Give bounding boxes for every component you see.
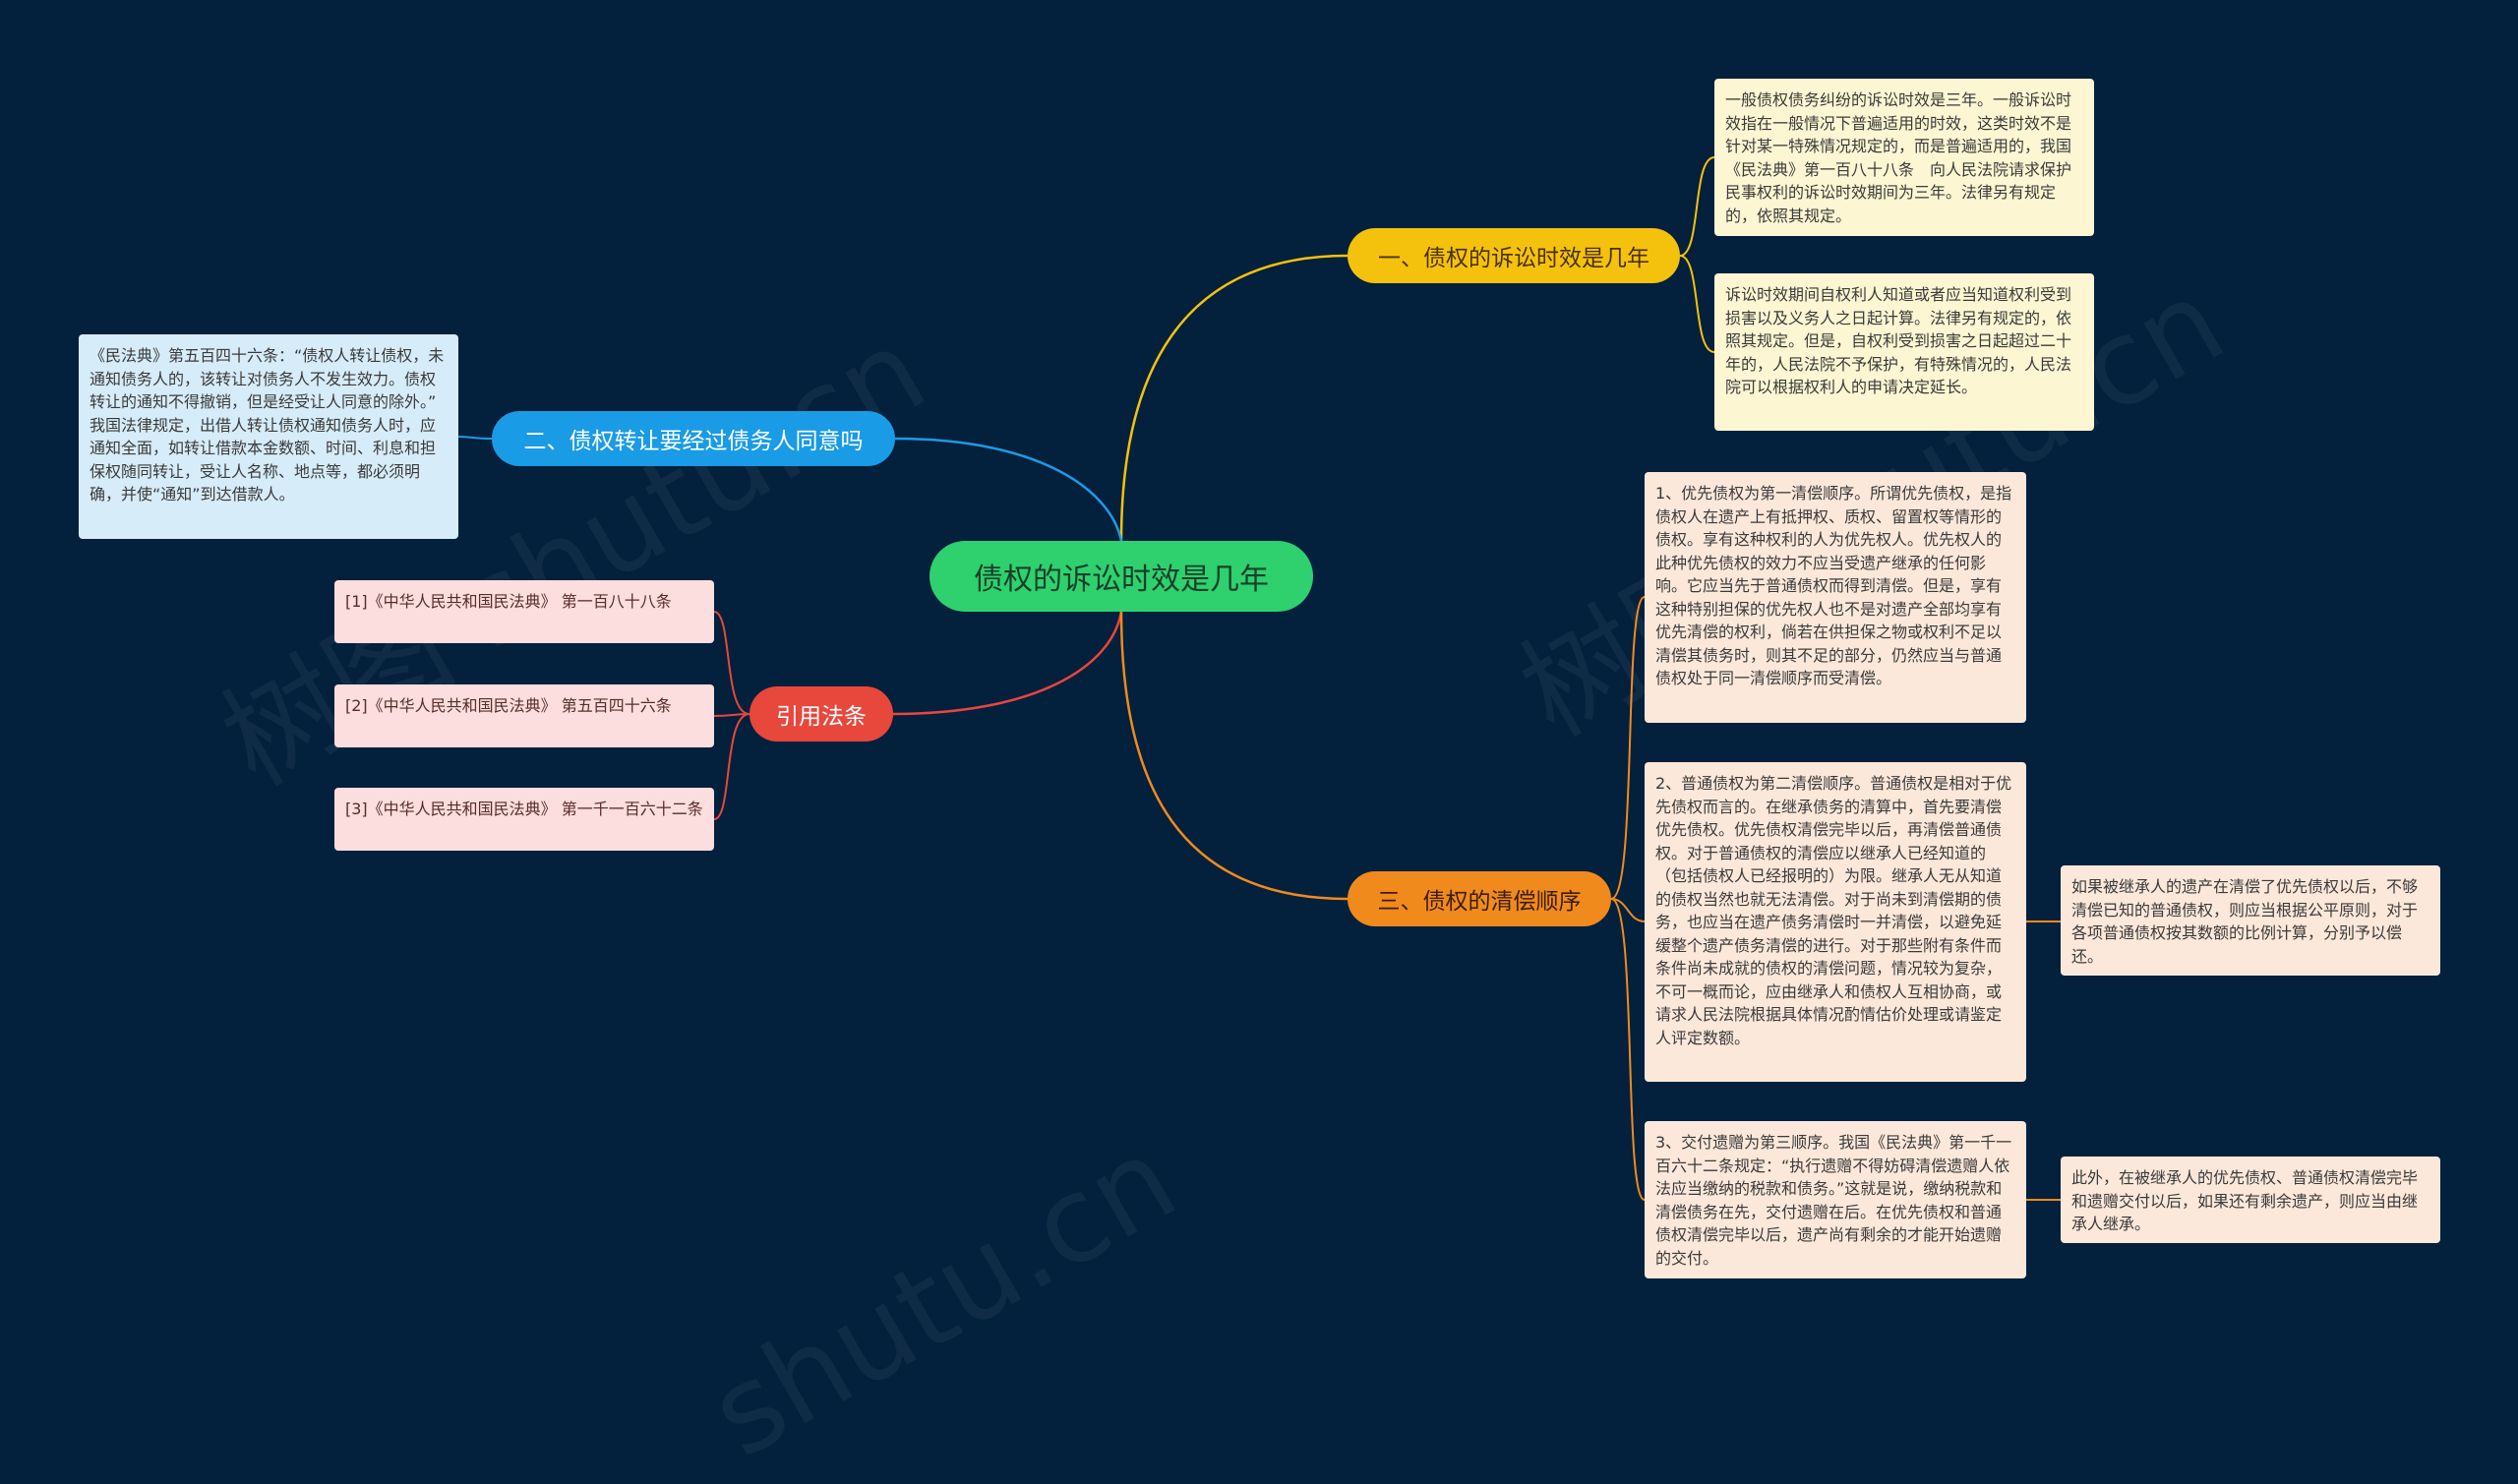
- branch-node-limitation-period[interactable]: 一、债权的诉讼时效是几年: [1348, 228, 1680, 283]
- link-b4-o1: [1610, 596, 1646, 900]
- link-root-b2: [894, 437, 1123, 542]
- link-root-b4: [1119, 611, 1349, 901]
- leaf-node[interactable]: 此外，在被继承人的优先债权、普通债权清偿完毕和遗赠交付以后，如果还有剩余遗产，则…: [2061, 1157, 2440, 1243]
- link-b1-n2: [1679, 255, 1715, 353]
- link-b1-n1: [1679, 156, 1715, 257]
- link-b4-o3: [1610, 898, 1646, 1201]
- leaf-node[interactable]: 3、交付遗赠为第三顺序。我国《民法典》第一千一百六十二条规定：“执行遗赠不得妨碍…: [1645, 1121, 2026, 1278]
- link-b2-n3: [457, 436, 493, 440]
- citation-node[interactable]: [2]《中华人民共和国民法典》 第五百四十六条: [334, 684, 714, 747]
- link-b3-c3: [713, 713, 750, 820]
- connector-lines: [457, 156, 2061, 1201]
- link-b3-c1: [713, 611, 750, 715]
- root-node[interactable]: 债权的诉讼时效是几年: [929, 541, 1313, 612]
- leaf-node[interactable]: 如果被继承人的遗产在清偿了优先债权以后，不够清偿已知的普通债权，则应当根据公平原…: [2061, 865, 2440, 976]
- leaf-node[interactable]: 《民法典》第五百四十六条：“债权人转让债权，未通知债务人的，该转让对债务人不发生…: [79, 334, 458, 539]
- citation-node[interactable]: [3]《中华人民共和国民法典》 第一千一百六十二条: [334, 788, 714, 851]
- link-root-b1: [1119, 254, 1349, 542]
- branch-node-debt-transfer[interactable]: 二、债权转让要经过债务人同意吗: [492, 411, 895, 466]
- leaf-node[interactable]: 2、普通债权为第二清偿顺序。普通债权是相对于优先债权而言的。在继承债务的清算中，…: [1645, 762, 2026, 1082]
- leaf-node[interactable]: 1、优先债权为第一清偿顺序。所谓优先债权，是指债权人在遗产上有抵押权、质权、留置…: [1645, 472, 2026, 723]
- leaf-node[interactable]: 一般债权债务纠纷的诉讼时效是三年。一般诉讼时效指在一般情况下普遍适用的时效，这类…: [1714, 79, 2094, 236]
- link-root-b3: [892, 611, 1123, 716]
- leaf-node[interactable]: 诉讼时效期间自权利人知道或者应当知道权利受到损害以及义务人之日起计算。法律另有规…: [1714, 273, 2094, 431]
- branch-node-citations[interactable]: 引用法条: [749, 686, 893, 742]
- citation-node[interactable]: [1]《中华人民共和国民法典》 第一百八十八条: [334, 580, 714, 643]
- branch-node-repayment-order[interactable]: 三、债权的清偿顺序: [1348, 871, 1611, 926]
- link-b4-o2: [1610, 898, 1646, 922]
